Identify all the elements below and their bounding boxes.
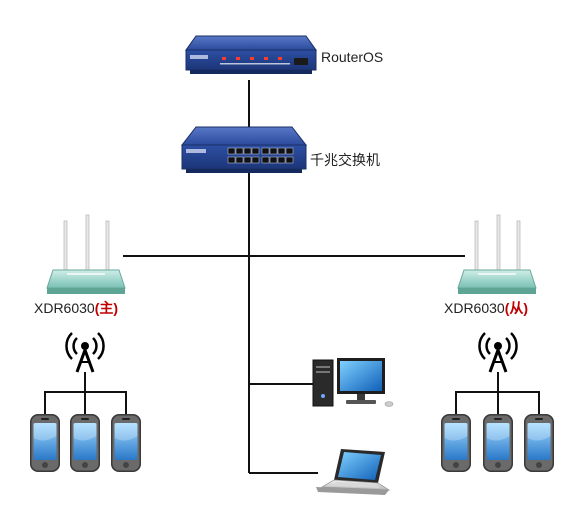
wireless-router-icon: [457, 214, 537, 295]
smartphone-icon: [30, 414, 60, 472]
router-icon: [185, 35, 317, 74]
switch-label: 千兆交换机: [310, 152, 380, 168]
wireless-router-icon: [46, 214, 126, 295]
desktop-computer-icon: [312, 358, 394, 407]
smartphone-icon: [483, 414, 513, 472]
smartphone-icon: [111, 414, 141, 472]
master-ap-label: XDR6030(主): [34, 298, 118, 318]
slave-ap-model: XDR6030: [444, 300, 505, 316]
network-switch-icon: [180, 126, 308, 173]
wireless-signal-icon: [64, 331, 106, 374]
smartphone-icon: [70, 414, 100, 472]
master-ap-model: XDR6030: [34, 300, 95, 316]
connection-lines: [44, 80, 540, 474]
master-ap-role: (主): [94, 300, 119, 316]
laptop-icon: [316, 449, 391, 495]
wireless-signal-icon: [477, 331, 519, 374]
smartphone-icon: [441, 414, 471, 472]
slave-ap-role: (从): [504, 300, 529, 316]
smartphone-icon: [524, 414, 554, 472]
slave-ap-label: XDR6030(从): [444, 298, 528, 318]
router-label: RouterOS: [321, 49, 384, 65]
